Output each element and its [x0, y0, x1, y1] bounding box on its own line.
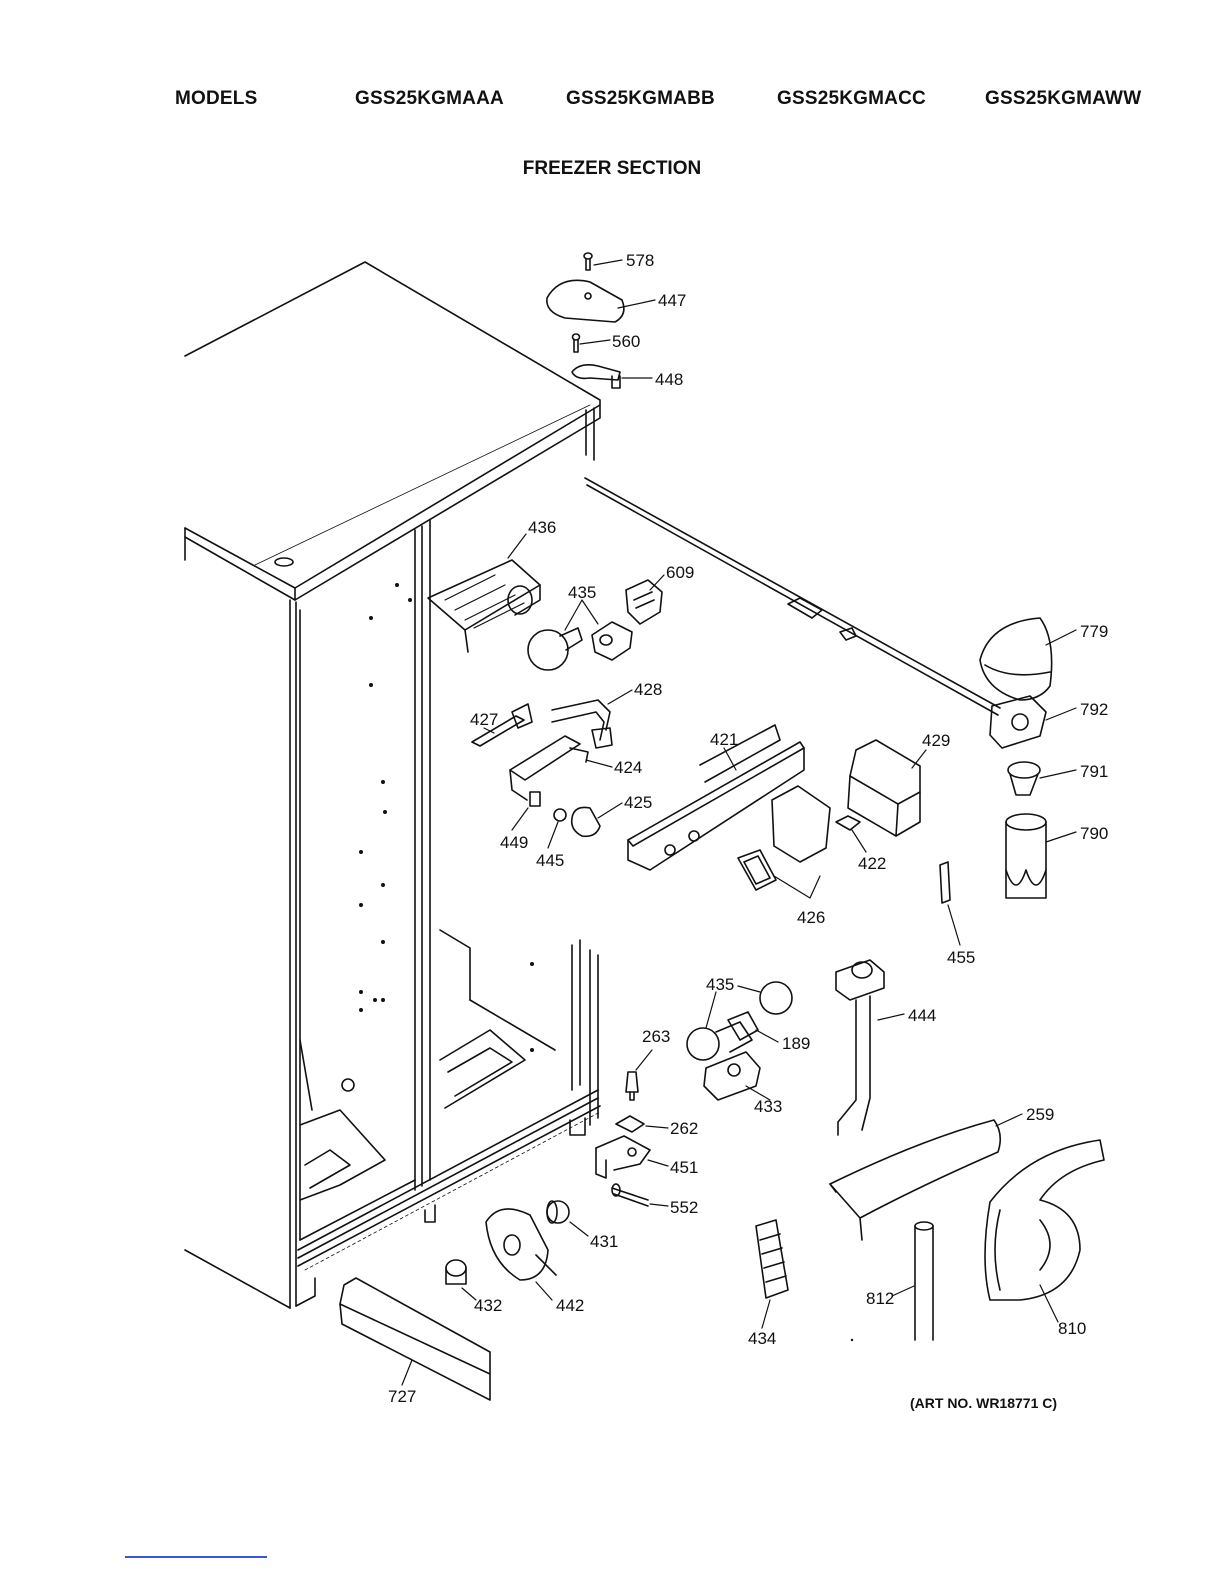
callout-435: 435	[706, 975, 734, 994]
part-448-hinge	[572, 365, 620, 388]
callout-609: 609	[666, 563, 694, 582]
part-435-light-bulb	[528, 628, 582, 670]
callout-435: 435	[568, 583, 596, 602]
callout-263: 263	[642, 1027, 670, 1046]
callout-422: 422	[858, 854, 886, 873]
callout-445: 445	[536, 851, 564, 870]
callout-433: 433	[754, 1097, 782, 1116]
art-number: (ART NO. WR18771 C)	[910, 1395, 1057, 1411]
part-light-socket	[592, 622, 632, 660]
callout-427: 427	[470, 710, 498, 729]
part-259-evaporator-cover	[830, 1120, 1000, 1240]
part-810-evaporator	[985, 1140, 1104, 1300]
part-792-bracket	[990, 696, 1046, 748]
stray-dot	[851, 1339, 853, 1341]
callout-791: 791	[1080, 762, 1108, 781]
part-812-tube	[915, 1222, 933, 1340]
part-433-socket-bracket	[704, 1052, 760, 1100]
part-727-grille	[340, 1278, 490, 1400]
footer-link-underline[interactable]	[125, 1556, 267, 1558]
part-442-damper	[486, 1209, 556, 1280]
callout-779: 779	[1080, 622, 1108, 641]
callout-444: 444	[908, 1006, 936, 1025]
callout-448: 448	[655, 370, 683, 389]
part-428-wire-harness	[552, 700, 612, 748]
callout-812: 812	[866, 1289, 894, 1308]
part-609-switch	[626, 580, 662, 624]
callout-451: 451	[670, 1158, 698, 1177]
part-578-screw	[584, 253, 592, 270]
part-435-light-bulb-lower	[687, 982, 792, 1060]
callout-429: 429	[922, 731, 950, 750]
callout-552: 552	[670, 1198, 698, 1217]
part-434-vent-grille	[756, 1220, 788, 1298]
callout-426: 426	[797, 908, 825, 927]
callout-810: 810	[1058, 1319, 1086, 1338]
callout-428: 428	[634, 680, 662, 699]
callout-189: 189	[782, 1034, 810, 1053]
callout-447: 447	[658, 291, 686, 310]
part-790-water-filter	[1006, 814, 1046, 898]
part-431-bushing	[547, 1201, 569, 1223]
callout-578: 578	[626, 251, 654, 270]
part-455-pin	[940, 862, 950, 903]
callout-432: 432	[474, 1296, 502, 1315]
callout-560: 560	[612, 332, 640, 351]
callout-727: 727	[388, 1387, 416, 1406]
part-436-light-shield	[428, 560, 540, 652]
part-444-heater-bracket	[836, 960, 884, 1135]
callout-436: 436	[528, 518, 556, 537]
callout-259: 259	[1026, 1105, 1054, 1124]
part-425-knob	[572, 807, 600, 836]
part-426-switch	[738, 786, 830, 890]
part-447-hinge-cover	[547, 280, 624, 322]
callout-424: 424	[614, 758, 642, 777]
part-445-washer	[554, 809, 566, 821]
callout-442: 442	[556, 1296, 584, 1315]
part-779-cap	[980, 618, 1052, 700]
part-451-hinge-bracket	[596, 1136, 650, 1178]
freezer-cabinet	[185, 262, 600, 1308]
part-449-knob-shaft	[530, 792, 540, 806]
part-791-cartridge-head	[1008, 762, 1040, 795]
part-422-clip	[836, 816, 860, 830]
callout-labels: 578 447 560 448 436 435 609 779 428 427 …	[388, 251, 1108, 1406]
callout-449: 449	[500, 833, 528, 852]
callout-425: 425	[624, 793, 652, 812]
callout-431: 431	[590, 1232, 618, 1251]
callout-262: 262	[670, 1119, 698, 1138]
part-263-pin	[626, 1072, 638, 1100]
callout-421: 421	[710, 730, 738, 749]
callout-leaders	[402, 260, 1076, 1385]
callout-790: 790	[1080, 824, 1108, 843]
part-552-screw	[612, 1184, 648, 1206]
callout-455: 455	[947, 948, 975, 967]
callout-792: 792	[1080, 700, 1108, 719]
callout-434: 434	[748, 1329, 776, 1348]
part-560-screw	[573, 334, 580, 352]
part-262-washer	[616, 1116, 644, 1132]
part-432-bushing	[446, 1260, 466, 1284]
part-424-control	[510, 736, 588, 800]
